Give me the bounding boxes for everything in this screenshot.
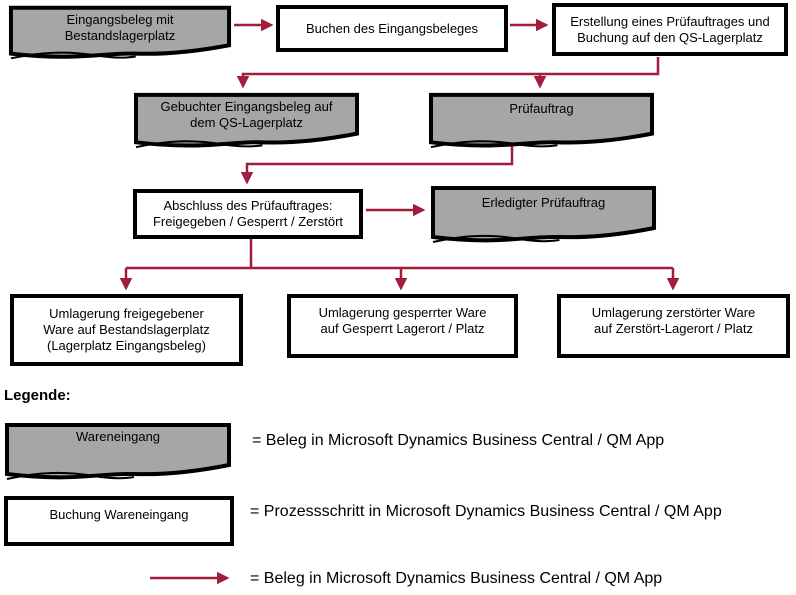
node-label: Buchen des Eingangsbeleges: [305, 20, 479, 36]
node-label: Gebuchter Eingangsbeleg auf dem QS-Lager…: [160, 99, 333, 130]
legend-shape-label: Buchung Wareneingang: [49, 507, 189, 522]
legend-title: Legende:: [4, 387, 71, 404]
node-pruefauftrag: Prüfauftrag: [428, 92, 655, 152]
document-shape: [133, 92, 360, 152]
node-abschluss-pruefauftrag: Abschluss des Prüfauftrages: Freigegeben…: [133, 189, 363, 239]
legend-shape-label: Wareneingang: [75, 429, 161, 444]
document-shape: [4, 422, 232, 484]
node-umlagerung-zerstoert: Umlagerung zerstörter Ware auf Zerstört-…: [557, 294, 790, 358]
document-shadow-wave: [7, 473, 134, 479]
document-shadow-wave: [11, 53, 136, 59]
node-label: Eingangsbeleg mit Bestandslagerplatz: [64, 12, 176, 43]
document-shape: [8, 5, 232, 63]
node-umlagerung-freigegeben: Umlagerung freigegebener Ware auf Bestan…: [10, 294, 243, 366]
legend-document-sample: Wareneingang: [4, 422, 232, 484]
node-label: Umlagerung freigegebener Ware auf Bestan…: [43, 306, 210, 353]
node-label: Abschluss des Prüfauftrages: Freigegeben…: [152, 198, 344, 229]
node-label: Umlagerung gesperrter Ware auf Gesperrt …: [318, 305, 487, 336]
document-shape: [428, 92, 655, 152]
node-label: Umlagerung zerstörter Ware auf Zerstört-…: [591, 305, 756, 336]
node-umlagerung-gesperrt: Umlagerung gesperrter Ware auf Gesperrt …: [287, 294, 518, 358]
legend-process-sample: Buchung Wareneingang: [4, 496, 234, 546]
node-label: Erstellung eines Prüfauftrages und Buchu…: [570, 13, 770, 45]
legend-arrow-description: = Beleg in Microsoft Dynamics Business C…: [250, 570, 663, 587]
connector-erstellung-to-gebuchter: [236, 57, 660, 89]
node-gebuchter-eingangsbeleg: Gebuchter Eingangsbeleg auf dem QS-Lager…: [133, 92, 360, 152]
node-label: Erledigter Prüfauftrag: [481, 195, 606, 210]
document-shadow-wave: [433, 236, 559, 242]
node-buchen-eingangsbeleg: Buchen des Eingangsbeleges: [276, 5, 508, 52]
document-shadow-wave: [431, 141, 557, 147]
document-shadow-wave: [136, 141, 262, 147]
document-shape: [430, 185, 657, 247]
node-erledigter-pruefauftrag: Erledigter Prüfauftrag: [430, 185, 657, 247]
node-erstellung-pruefauftrag: Erstellung eines Prüfauftrages und Buchu…: [552, 3, 788, 56]
legend-doc-description: = Beleg in Microsoft Dynamics Business C…: [252, 432, 665, 449]
legend-process-description: = Prozessschritt in Microsoft Dynamics B…: [250, 503, 722, 520]
node-label: Prüfauftrag: [509, 101, 574, 116]
node-eingangsbeleg: Eingangsbeleg mit Bestandslagerplatz: [8, 5, 232, 63]
